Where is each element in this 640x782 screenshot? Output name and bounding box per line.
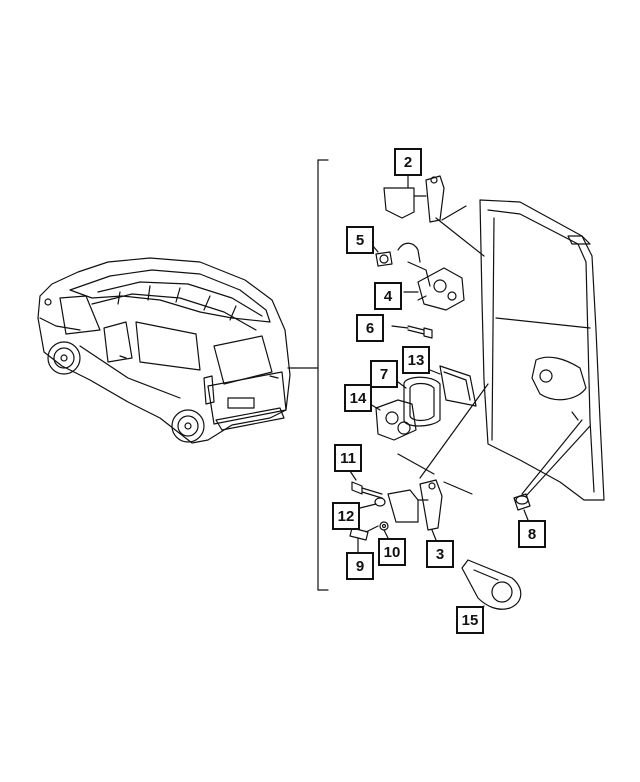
part-washer-12 <box>359 497 386 509</box>
callout-13-label: 13 <box>407 351 425 369</box>
callout-7-label: 7 <box>379 365 389 383</box>
callout-14-label: 14 <box>349 389 367 407</box>
callout-2-label: 2 <box>403 153 413 171</box>
part-latch <box>397 242 465 311</box>
callout-8-label: 8 <box>527 525 537 543</box>
callout-13[interactable]: 13 <box>402 346 430 374</box>
callout-4-label: 4 <box>383 287 393 305</box>
callout-6-label: 6 <box>365 319 375 337</box>
callout-5[interactable]: 5 <box>346 226 374 254</box>
callout-12[interactable]: 12 <box>332 502 360 530</box>
callout-9-label: 9 <box>355 557 365 575</box>
callout-3-label: 3 <box>435 545 445 563</box>
callout-9[interactable]: 9 <box>346 552 374 580</box>
part-switch <box>369 399 417 441</box>
part-gasket <box>397 376 441 427</box>
callout-7[interactable]: 7 <box>370 360 398 388</box>
part-bumper-stop <box>513 419 591 521</box>
callout-10-label: 10 <box>383 543 401 561</box>
callout-14[interactable]: 14 <box>344 384 372 412</box>
part-washer-10 <box>379 521 389 539</box>
part-bolt-6 <box>391 325 433 339</box>
group-bracket <box>287 159 329 591</box>
part-screw-9 <box>349 525 379 553</box>
callout-15[interactable]: 15 <box>456 606 484 634</box>
callout-10[interactable]: 10 <box>378 538 406 566</box>
callout-8[interactable]: 8 <box>518 520 546 548</box>
callout-15-label: 15 <box>461 611 479 629</box>
part-lower-hinge <box>387 383 489 541</box>
part-bolt-11 <box>347 467 383 499</box>
callout-6[interactable]: 6 <box>356 314 384 342</box>
callout-2[interactable]: 2 <box>394 148 422 176</box>
part-upper-hinge <box>383 171 485 257</box>
callout-11[interactable]: 11 <box>334 444 362 472</box>
callout-3[interactable]: 3 <box>426 540 454 568</box>
callout-4[interactable]: 4 <box>374 282 402 310</box>
callout-12-label: 12 <box>337 507 355 525</box>
part-cover-plate <box>461 559 522 613</box>
callout-11-label: 11 <box>340 449 356 467</box>
vehicle-illustration <box>37 257 291 444</box>
liftgate-door <box>479 199 605 501</box>
callout-5-label: 5 <box>355 231 365 249</box>
